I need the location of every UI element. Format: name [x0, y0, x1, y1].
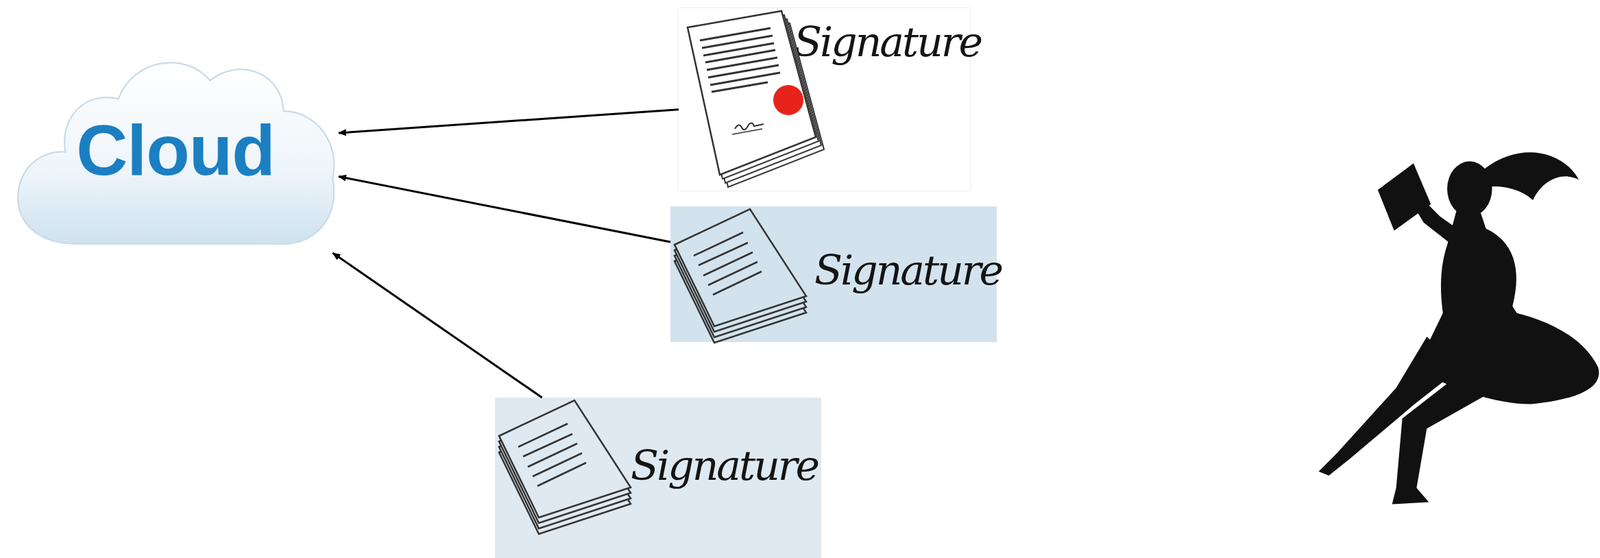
node-label: Cloud [12, 35, 339, 253]
arrow-connector [338, 176, 671, 242]
arrow-connector [338, 109, 679, 133]
reader-silhouette [1318, 152, 1600, 504]
document-card: Signature [678, 8, 971, 191]
signature-text: Signature [793, 17, 981, 66]
cloud-shape: Cloud [12, 35, 339, 253]
signature-text: Signature [630, 441, 818, 490]
document-card: Signature [494, 397, 822, 558]
signature-text: Signature [814, 246, 1002, 295]
arrow-connector [332, 252, 542, 398]
document-stack-illustration [674, 209, 807, 343]
document-stack-illustration [499, 400, 631, 535]
certificate-illustration [687, 10, 824, 188]
document-card: Signature [670, 206, 997, 343]
